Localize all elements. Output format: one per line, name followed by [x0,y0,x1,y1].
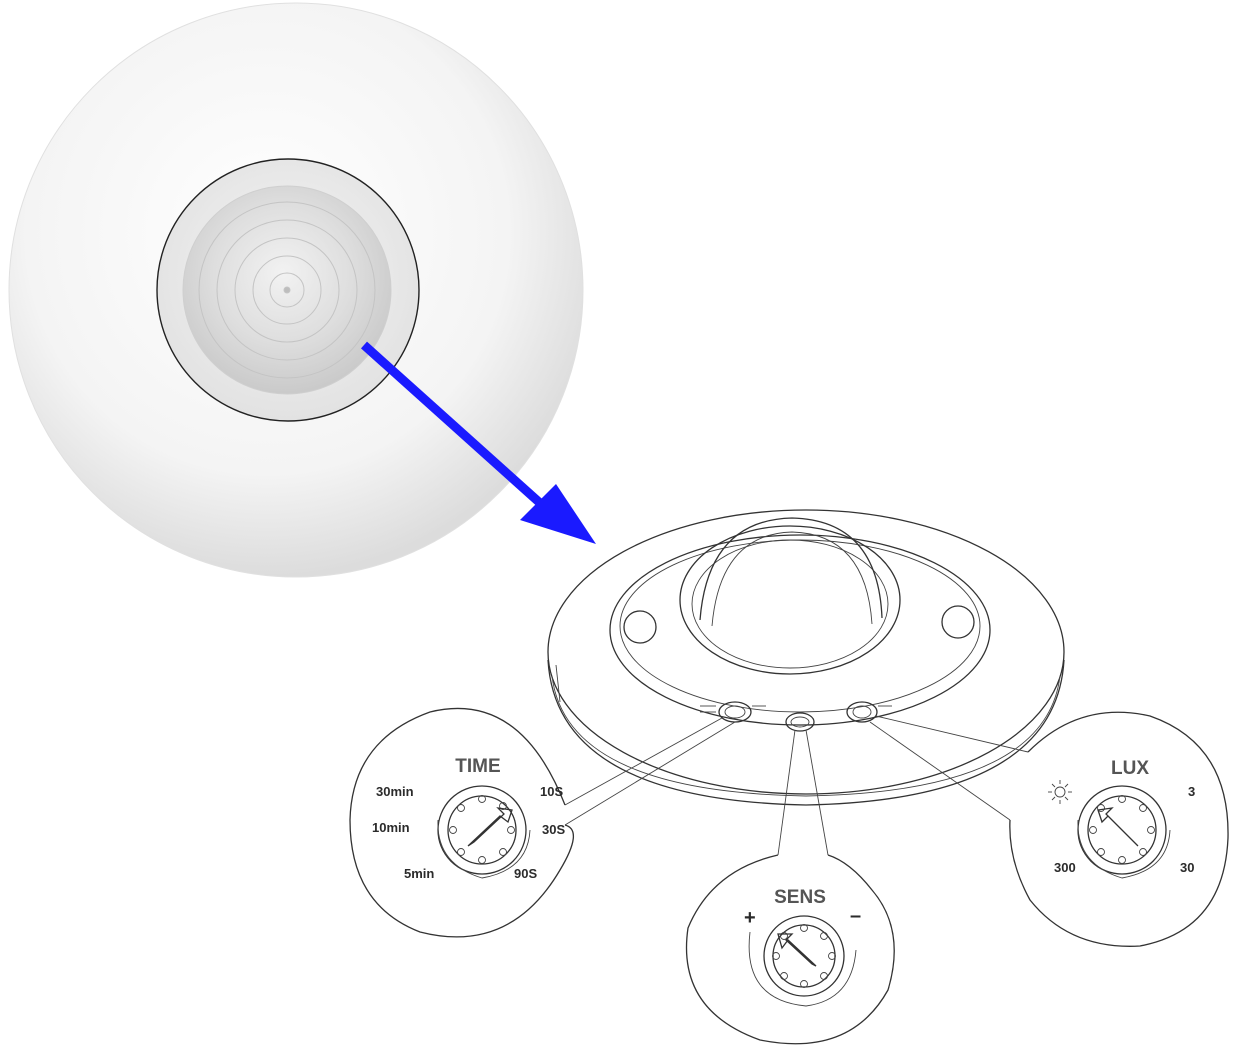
knob-lux-small [846,701,892,723]
sens-dial-notches [772,924,836,988]
lux-title: LUX [1111,758,1149,779]
knob-sens-small [785,712,815,732]
sens-minus: – [850,905,861,927]
lux-option-30: 30 [1180,860,1194,875]
lux-dial-notches [1089,795,1155,864]
time-option-90s: 90S [514,866,537,881]
lux-option-300: 300 [1054,860,1076,875]
sens-title: SENS [774,887,826,908]
sensor-line-drawing: TIME 30min 10min 5min 10S 30S 90S SENS [349,509,1229,1045]
time-option-30min: 30min [376,784,414,799]
screw-hole-right [941,605,975,639]
time-dial-notches [449,795,515,864]
sens-plus: + [744,907,756,929]
sun-icon [1048,780,1072,804]
time-option-10s: 10S [540,784,563,799]
lux-option-3: 3 [1188,784,1195,799]
time-title: TIME [455,756,500,777]
screw-hole-left [623,610,657,644]
sensor-photo [8,2,584,578]
fresnel-lens-pattern [198,201,376,379]
pointer-arrow [360,341,596,544]
time-option-5min: 5min [404,866,434,881]
time-option-30s: 30S [542,822,565,837]
sens-callout: SENS + – [685,854,895,1045]
time-callout: TIME 30min 10min 5min 10S 30S 90S [349,707,574,938]
time-option-10min: 10min [372,820,410,835]
leader-lines [564,715,1029,856]
lux-callout: LUX 3 300 30 [1009,711,1229,947]
